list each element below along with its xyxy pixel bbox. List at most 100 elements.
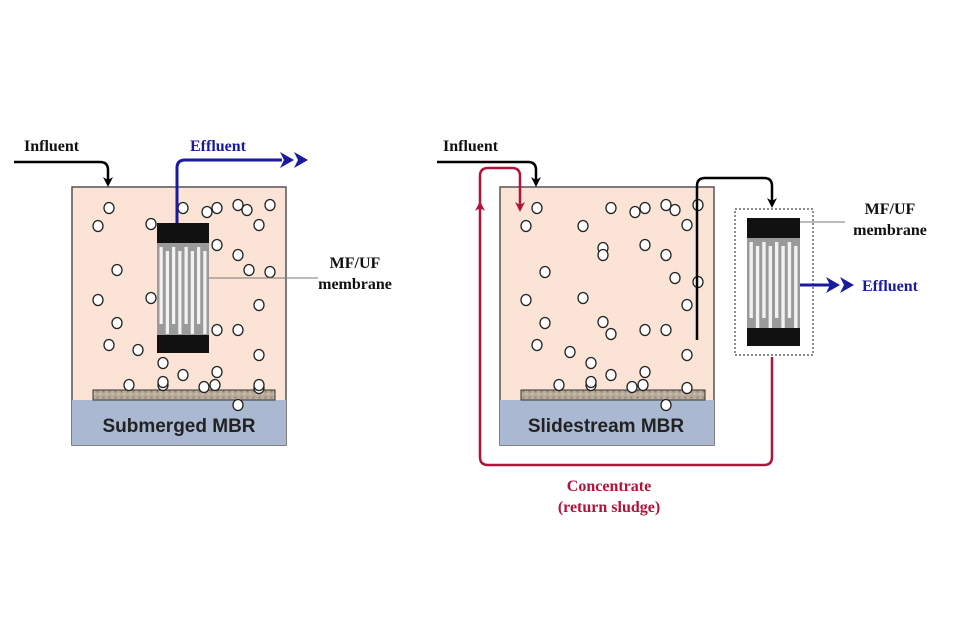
membrane-fiber xyxy=(159,247,163,324)
bubble xyxy=(605,327,617,341)
bubble xyxy=(157,375,169,389)
bubble xyxy=(253,218,265,232)
bubble xyxy=(241,203,253,217)
feed-pipe xyxy=(695,176,777,340)
bubble xyxy=(92,293,104,307)
bubble xyxy=(145,217,157,231)
bubble xyxy=(103,201,115,215)
bubble xyxy=(660,398,672,412)
membrane-fiber xyxy=(775,242,779,318)
bubble xyxy=(177,201,189,215)
tank-label: Slidestream MBR xyxy=(528,416,685,437)
membrane-label-line2: membrane xyxy=(853,222,927,239)
influent-arrow xyxy=(437,160,541,187)
bubble xyxy=(520,293,532,307)
membrane-fiber xyxy=(787,242,792,318)
bubble xyxy=(660,248,672,262)
membrane-module xyxy=(747,218,800,346)
effluent-label: Effluent xyxy=(862,278,919,295)
bubble xyxy=(539,316,551,330)
membrane-fiber xyxy=(178,251,182,334)
membrane-fiber xyxy=(203,251,207,334)
bubble xyxy=(597,248,609,262)
bubble xyxy=(605,368,617,382)
effluent-arrowhead-1 xyxy=(280,152,294,168)
diffuser xyxy=(92,389,276,401)
bubble xyxy=(177,368,189,382)
bubble xyxy=(520,219,532,233)
bubble xyxy=(211,323,223,337)
membrane-fiber xyxy=(755,246,760,328)
bubble xyxy=(639,323,651,337)
concentrate-return-pipe-top xyxy=(478,166,525,212)
bubble xyxy=(132,343,144,357)
bubble xyxy=(639,201,651,215)
bubble xyxy=(123,378,135,392)
bubble xyxy=(198,380,210,394)
bubble xyxy=(209,378,221,392)
bubble xyxy=(157,356,169,370)
membrane-fiber xyxy=(794,246,798,328)
bubble xyxy=(211,201,223,215)
influent-arrow xyxy=(14,160,113,187)
effluent-arrowhead-2 xyxy=(294,152,308,168)
bubbles xyxy=(92,198,276,412)
sidestream-mbr: Slidestream MBR Influent Concentrate (re… xyxy=(437,138,927,516)
concentrate-return-pipe xyxy=(475,201,774,467)
bubble xyxy=(660,323,672,337)
bubble xyxy=(669,203,681,217)
membrane-fiber xyxy=(749,242,753,318)
tank-base xyxy=(500,400,714,445)
membrane-fiber xyxy=(172,247,176,324)
membrane-fiber xyxy=(165,251,169,334)
bubble xyxy=(211,238,223,252)
tank-label: Submerged MBR xyxy=(102,416,255,437)
bubble xyxy=(539,265,551,279)
influent-label: Influent xyxy=(443,138,499,155)
bubble xyxy=(253,348,265,362)
tank-base xyxy=(72,400,286,445)
membrane-label-line2: membrane xyxy=(318,276,392,293)
membrane-fiber xyxy=(197,247,201,324)
bubble xyxy=(145,291,157,305)
bubble xyxy=(605,201,617,215)
bubble xyxy=(253,378,265,392)
bubble xyxy=(111,316,123,330)
bubble xyxy=(681,348,693,362)
bubble xyxy=(103,338,115,352)
bubble xyxy=(681,298,693,312)
bubble xyxy=(253,298,265,312)
effluent-label: Effluent xyxy=(190,138,247,155)
bubble xyxy=(639,365,651,379)
bubble xyxy=(597,315,609,329)
bubble xyxy=(232,323,244,337)
membrane-fiber xyxy=(762,242,766,318)
bubble xyxy=(577,219,589,233)
membrane-fiber xyxy=(184,247,188,324)
bubble xyxy=(585,356,597,370)
bubble xyxy=(264,198,276,212)
bubble xyxy=(111,263,123,277)
bubble xyxy=(585,375,597,389)
bubble xyxy=(629,205,641,219)
bubble xyxy=(564,345,576,359)
membrane-fiber xyxy=(190,251,194,334)
membrane-label-line1: MF/UF xyxy=(865,201,916,218)
concentrate-label-line1: Concentrate xyxy=(567,478,651,495)
bubble xyxy=(201,205,213,219)
bubble xyxy=(243,263,255,277)
effluent-pipe xyxy=(175,158,282,223)
membrane-module xyxy=(157,223,209,353)
bubble xyxy=(669,271,681,285)
membrane-fiber xyxy=(781,246,785,328)
influent-label: Influent xyxy=(24,138,80,155)
bubble xyxy=(92,219,104,233)
bubble xyxy=(211,365,223,379)
effluent-arrowhead-2 xyxy=(840,277,854,293)
membrane-fiber xyxy=(768,246,772,328)
submerged-mbr: Submerged MBR Influent Effluent MF/UF me… xyxy=(14,138,392,446)
bubble xyxy=(553,378,565,392)
bubble xyxy=(264,265,276,279)
membrane-label-line1: MF/UF xyxy=(330,255,381,272)
concentrate-label-line2: (return sludge) xyxy=(558,499,660,516)
